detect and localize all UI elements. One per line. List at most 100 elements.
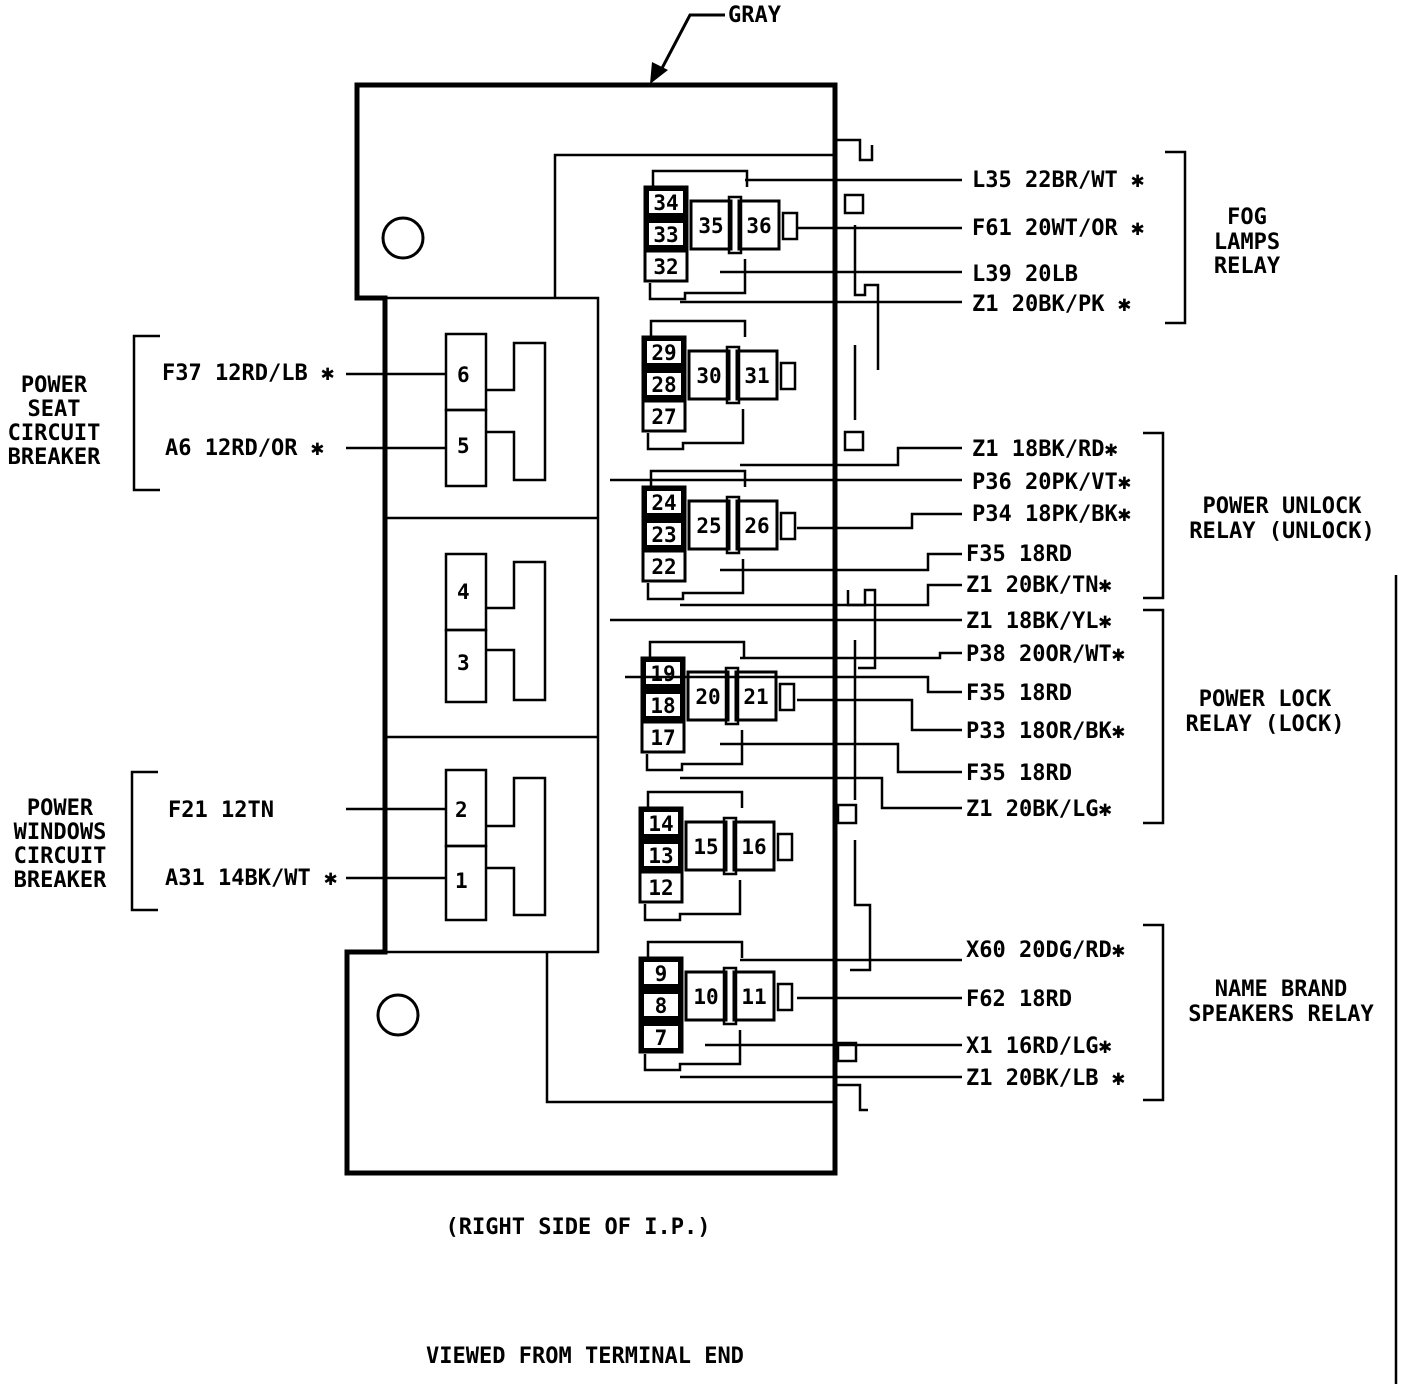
relay-pin-label: 29 xyxy=(651,341,676,365)
wire-label: A31 14BK/WT ✱ xyxy=(165,866,337,891)
seat-breaker-label: BREAKER xyxy=(8,445,101,470)
relay-pin-label: 8 xyxy=(655,994,668,1018)
wire-label: L35 22BR/WT ✱ xyxy=(972,168,1144,193)
breaker-pin-3: 3 xyxy=(457,651,470,675)
relay-pin-label: 13 xyxy=(648,844,673,868)
wire-label: F35 18RD xyxy=(966,761,1072,786)
relay-pin-label: 35 xyxy=(698,214,723,238)
gray-arrowhead xyxy=(650,62,668,84)
wire-label: F62 18RD xyxy=(966,987,1072,1012)
unlock-relay-label: POWER UNLOCK xyxy=(1203,494,1363,519)
wire-label: F61 20WT/OR ✱ xyxy=(972,216,1144,241)
wire-label: Z1 20BK/LG✱ xyxy=(966,797,1112,822)
seat-breaker-label: CIRCUIT xyxy=(8,421,101,446)
relay-socket: 14 13 12 15 16 xyxy=(638,790,794,922)
caption-location: (RIGHT SIDE OF I.P.) xyxy=(446,1215,711,1240)
relay-pin-label: 30 xyxy=(696,364,721,388)
relay-pin-cell xyxy=(638,870,684,904)
relay-coil-cell xyxy=(684,970,728,1022)
wire-label: Z1 20BK/TN✱ xyxy=(966,573,1112,598)
breaker-pin-1: 1 xyxy=(455,869,468,893)
relay-pin-label: 20 xyxy=(695,685,720,709)
wire-label: X60 20DG/RD✱ xyxy=(966,938,1125,963)
housing-outline xyxy=(344,82,838,1176)
relay-coil-cell xyxy=(734,670,778,722)
relay-coil-cell xyxy=(735,349,779,401)
wire-labels-left: F37 12RD/LB ✱ A6 12RD/OR ✱ F21 12TN A31 … xyxy=(162,361,337,891)
relay-pin-label: 15 xyxy=(693,835,718,859)
speakers-relay-label: SPEAKERS RELAY xyxy=(1188,1002,1374,1027)
wire-label: P33 18OR/BK✱ xyxy=(966,719,1125,744)
windows-breaker-label: POWER xyxy=(27,796,94,821)
wire-label: P38 20OR/WT✱ xyxy=(966,642,1125,667)
relay-pin-label: 27 xyxy=(651,405,676,429)
relay-pin-label: 11 xyxy=(741,985,766,1009)
wire-label: F37 12RD/LB ✱ xyxy=(162,361,334,386)
fog-relay-label: LAMPS xyxy=(1214,230,1280,255)
wire-label: F21 12TN xyxy=(168,798,274,823)
relay-coil-cell xyxy=(687,499,731,551)
speakers-relay-label: NAME BRAND xyxy=(1215,977,1347,1002)
caption-view: VIEWED FROM TERMINAL END xyxy=(426,1344,744,1369)
breaker-pin-4: 4 xyxy=(457,580,470,604)
housing-inner-lines xyxy=(384,138,874,1112)
wire-leaders-left xyxy=(346,372,446,880)
wire-label: Z1 18BK/RD✱ xyxy=(972,437,1118,462)
relay-pin-label: 16 xyxy=(741,835,766,859)
breakers xyxy=(444,332,547,922)
relay-coil-cell xyxy=(689,199,733,251)
relay-coil-cell xyxy=(737,199,781,251)
group-labels: FOG LAMPS RELAY POWER UNLOCK RELAY (UNLO… xyxy=(8,205,1375,1027)
relay-pin-label: 18 xyxy=(650,694,675,718)
relay-pin-label: 12 xyxy=(648,876,673,900)
wire-label: Z1 20BK/LB ✱ xyxy=(966,1066,1125,1091)
relay-pin-label: 21 xyxy=(743,685,768,709)
relay-pin-label: 23 xyxy=(651,523,676,547)
wire-labels-right: L35 22BR/WT ✱ F61 20WT/OR ✱ L39 20LB Z1 … xyxy=(966,168,1144,1091)
wire-label: Z1 18BK/YL✱ xyxy=(966,609,1112,634)
fog-relay-label: RELAY xyxy=(1214,254,1281,279)
housing-color-label: GRAY xyxy=(728,3,782,28)
seat-breaker-label: POWER xyxy=(21,373,88,398)
wire-label: Z1 20BK/PK ✱ xyxy=(972,292,1131,317)
group-brackets xyxy=(130,150,1398,1384)
windows-breaker-label: CIRCUIT xyxy=(14,844,107,869)
gray-leader-line xyxy=(658,13,725,73)
breaker-pin-5: 5 xyxy=(457,434,470,458)
relay-pin-label: 10 xyxy=(693,985,718,1009)
wire-label: L39 20LB xyxy=(972,262,1078,287)
relay-pin-label: 31 xyxy=(744,364,769,388)
wire-label: X1 16RD/LG✱ xyxy=(966,1034,1112,1059)
relay-pin-label: 22 xyxy=(651,555,676,579)
relay-pin-label: 32 xyxy=(653,255,678,279)
relay-pin-cell xyxy=(640,720,686,754)
relay-pin-label: 14 xyxy=(648,812,673,836)
relay-coil-cell xyxy=(687,349,731,401)
relay-pin-cell xyxy=(643,249,689,283)
relay-pin-label: 7 xyxy=(655,1026,668,1050)
unlock-relay-label: RELAY (UNLOCK) xyxy=(1189,519,1374,544)
wire-label: F35 18RD xyxy=(966,681,1072,706)
fog-relay-label: FOG xyxy=(1227,205,1267,230)
breaker-pin-2: 2 xyxy=(455,798,468,822)
relay-pin-cell xyxy=(641,399,687,433)
relay-coil-cell xyxy=(732,820,776,872)
relay-pin-label: 17 xyxy=(650,726,675,750)
relay-pin-label: 33 xyxy=(653,223,678,247)
relay-pin-label: 24 xyxy=(651,491,676,515)
lock-relay-label: POWER LOCK xyxy=(1199,687,1332,712)
windows-breaker-label: BREAKER xyxy=(14,868,107,893)
relay-coil-cell xyxy=(732,970,776,1022)
wire-label: F35 18RD xyxy=(966,542,1072,567)
breaker-pin-6: 6 xyxy=(457,363,470,387)
relay-coil-cell xyxy=(684,820,728,872)
wire-leaders-right xyxy=(610,178,962,1079)
mounting-hole-top xyxy=(381,216,425,260)
